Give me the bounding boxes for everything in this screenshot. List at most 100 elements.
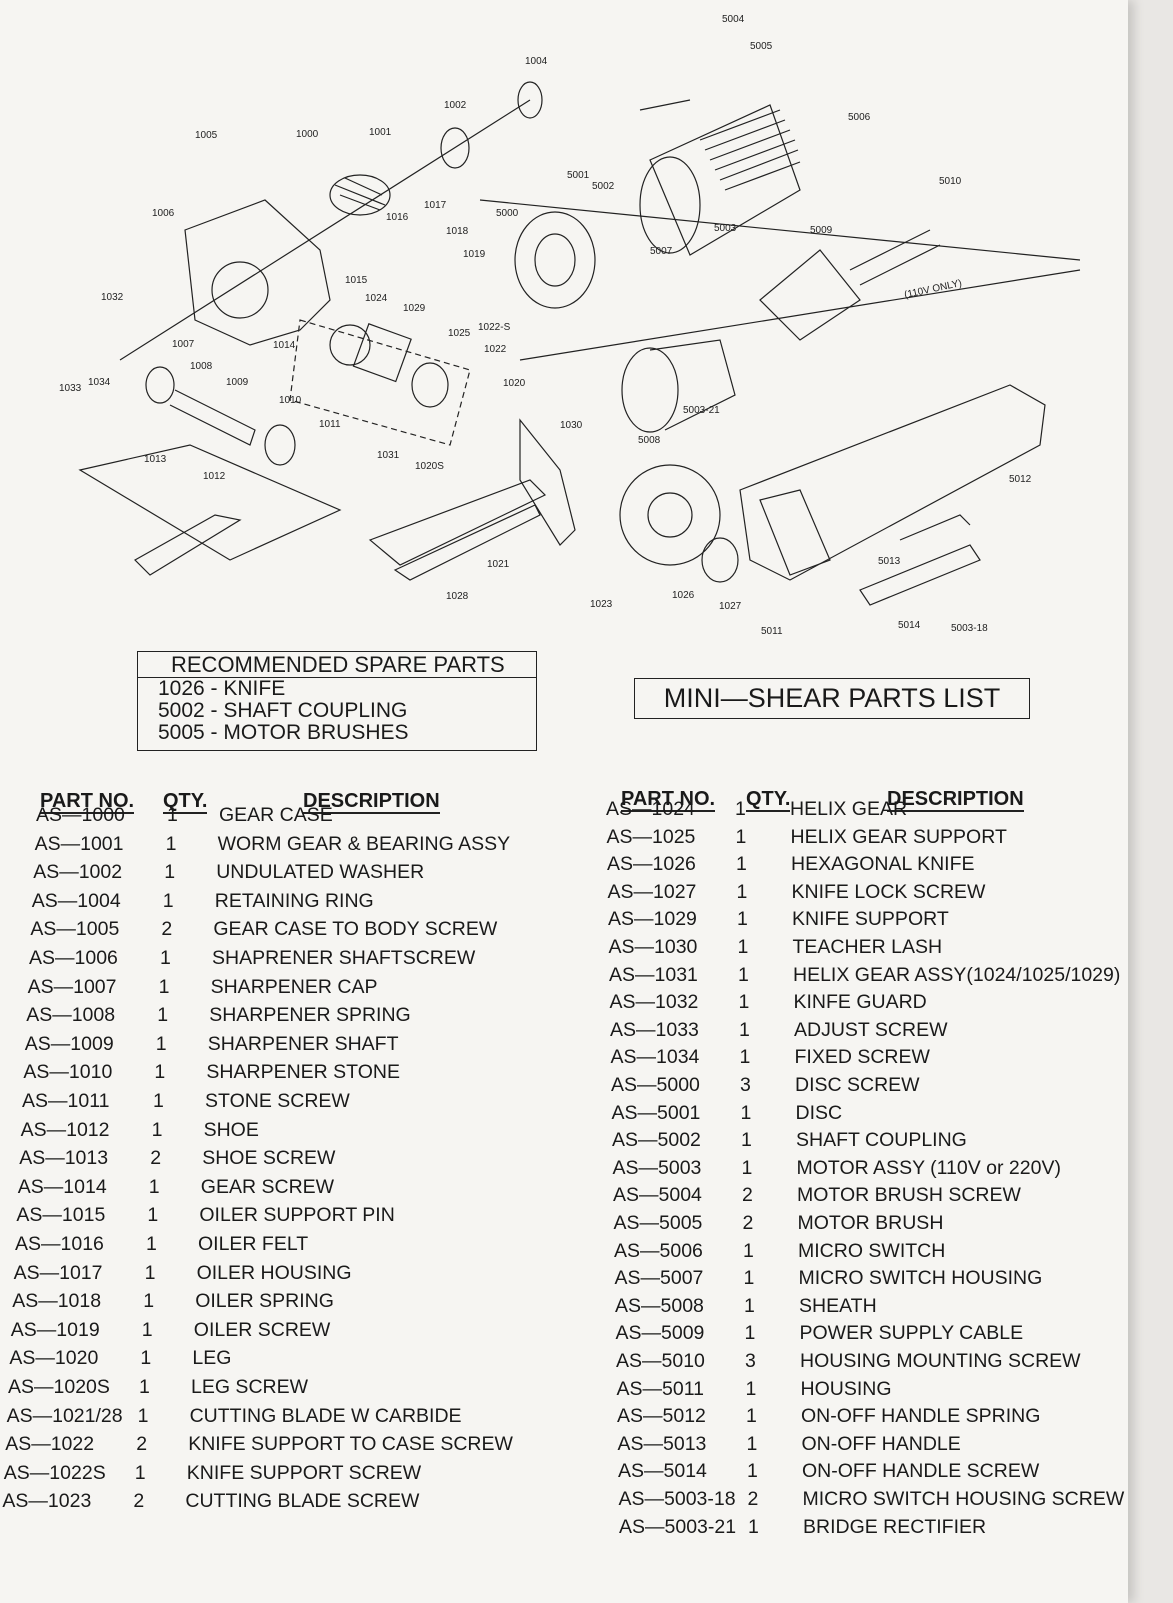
qty-cell: 2 bbox=[747, 1488, 759, 1510]
callout-label: 1030 bbox=[560, 420, 583, 431]
part-number-cell: AS—5013 bbox=[617, 1432, 707, 1455]
part-number-cell: AS—5010 bbox=[616, 1350, 705, 1372]
table-row: AS—1007 1 SHARPENER CAP bbox=[0, 973, 560, 1001]
part-number-cell: AS—1021/28 bbox=[6, 1404, 123, 1427]
disc-shape bbox=[514, 211, 596, 309]
part-number-cell: AS—5014 bbox=[618, 1460, 707, 1483]
callout-label: 5012 bbox=[1009, 474, 1032, 485]
description-cell: TEACHER LASH bbox=[792, 936, 943, 958]
qty-cell: 1 bbox=[739, 1046, 751, 1069]
part-number-cell: AS—1007 bbox=[27, 975, 117, 998]
callout-label: 1005 bbox=[195, 130, 218, 141]
part-number-cell: AS—1030 bbox=[608, 936, 698, 958]
qty-cell: 1 bbox=[158, 975, 170, 998]
description-cell: GEAR CASE TO BODY SCREW bbox=[213, 918, 498, 941]
part-number-cell: AS—1022S bbox=[3, 1461, 106, 1484]
callout-label: 5002 bbox=[592, 181, 615, 192]
spare-part-item: 5002 - SHAFT COUPLING bbox=[158, 699, 408, 722]
part-number-cell: AS—5006 bbox=[614, 1239, 703, 1262]
callout-label: 5003-21 bbox=[683, 405, 720, 416]
part-number-cell: AS—1004 bbox=[31, 889, 121, 912]
qty-cell: 3 bbox=[740, 1074, 751, 1096]
callout-label: 1006 bbox=[152, 208, 175, 219]
callout-label: 1018 bbox=[446, 226, 469, 237]
part-number-cell: AS—1020S bbox=[8, 1376, 110, 1398]
qty-cell: 1 bbox=[735, 798, 746, 820]
power-cable-shape bbox=[849, 229, 941, 286]
part-number-cell: AS—1027 bbox=[607, 880, 697, 903]
part-number-cell: AS—1005 bbox=[30, 918, 120, 941]
qty-cell: 1 bbox=[144, 1261, 156, 1284]
part-number-cell: AS—5003-21 bbox=[619, 1515, 737, 1538]
callout-label: 1028 bbox=[446, 591, 469, 602]
callout-label: 5003-18 bbox=[951, 623, 988, 634]
callout-label: 5006 bbox=[848, 112, 871, 123]
part-number-cell: AS—5001 bbox=[611, 1101, 701, 1124]
callout-label: 1016 bbox=[386, 212, 409, 223]
callout-label: 1017 bbox=[424, 200, 447, 211]
qty-cell: 2 bbox=[161, 918, 173, 941]
header-part-no: PART NO. bbox=[621, 788, 716, 812]
callout-label: 1013 bbox=[144, 454, 167, 465]
description-cell: OILER HOUSING bbox=[196, 1261, 352, 1284]
description-cell: GEAR CASE bbox=[219, 804, 333, 826]
part-number-cell: AS—1023 bbox=[2, 1490, 92, 1513]
description-cell: MICRO SWITCH HOUSING bbox=[798, 1267, 1043, 1290]
qty-cell: 1 bbox=[165, 832, 177, 855]
description-cell: POWER SUPPLY CABLE bbox=[799, 1322, 1024, 1345]
description-cell: MICRO SWITCH bbox=[798, 1239, 946, 1262]
description-cell: HOUSING MOUNTING SCREW bbox=[800, 1350, 1081, 1372]
description-cell: ON-OFF HANDLE SCREW bbox=[802, 1460, 1040, 1483]
description-cell: WORM GEAR & BEARING ASSY bbox=[217, 832, 511, 855]
worm-gear-shape bbox=[329, 174, 391, 216]
qty-cell: 1 bbox=[737, 908, 748, 931]
description-cell: KNIFE SUPPORT bbox=[792, 908, 949, 931]
part-number-cell: AS—1011 bbox=[22, 1090, 110, 1112]
part-number-cell: AS—1020 bbox=[9, 1347, 99, 1370]
part-number-cell: AS—1009 bbox=[24, 1032, 114, 1055]
spare-part-item: 5005 - MOTOR BRUSHES bbox=[158, 721, 409, 744]
description-cell: MOTOR ASSY (110V or 220V) bbox=[796, 1156, 1061, 1179]
qty-cell: 1 bbox=[151, 1118, 163, 1141]
description-cell: LEG SCREW bbox=[191, 1376, 309, 1398]
description-cell: MICRO SWITCH HOUSING SCREW bbox=[802, 1488, 1125, 1510]
qty-cell: 1 bbox=[157, 1004, 169, 1027]
micro-switch-housing-shape bbox=[621, 347, 679, 433]
description-cell: SHOE SCREW bbox=[202, 1147, 336, 1170]
qty-cell: 1 bbox=[743, 1239, 754, 1262]
description-cell: KNIFE SUPPORT SCREW bbox=[186, 1461, 422, 1484]
description-cell: MOTOR BRUSH SCREW bbox=[797, 1184, 1021, 1207]
qty-cell: 2 bbox=[150, 1147, 162, 1170]
part-number-cell: AS—1026 bbox=[607, 853, 696, 876]
header-qty: QTY. bbox=[746, 788, 791, 812]
callout-label: 1033 bbox=[59, 383, 82, 394]
qty-cell: 1 bbox=[746, 1405, 757, 1428]
qty-cell: 1 bbox=[736, 880, 748, 903]
callout-label: 1027 bbox=[719, 601, 742, 612]
part-number-cell: AS—1031 bbox=[609, 963, 698, 986]
header-qty: QTY. bbox=[163, 790, 208, 814]
description-cell: SHARPENER SHAFT bbox=[207, 1032, 399, 1055]
description-cell: SHARPENER CAP bbox=[210, 975, 378, 998]
qty-cell: 1 bbox=[739, 1018, 750, 1041]
part-number-cell: AS—1001 bbox=[34, 832, 124, 855]
qty-cell: 1 bbox=[744, 1322, 756, 1345]
qty-cell: 1 bbox=[141, 1318, 153, 1341]
description-cell: KNIFE SUPPORT TO CASE SCREW bbox=[188, 1433, 513, 1456]
qty-cell: 1 bbox=[746, 1432, 758, 1455]
callout-label: 1021 bbox=[487, 559, 510, 570]
callout-label: 1019 bbox=[463, 249, 486, 260]
